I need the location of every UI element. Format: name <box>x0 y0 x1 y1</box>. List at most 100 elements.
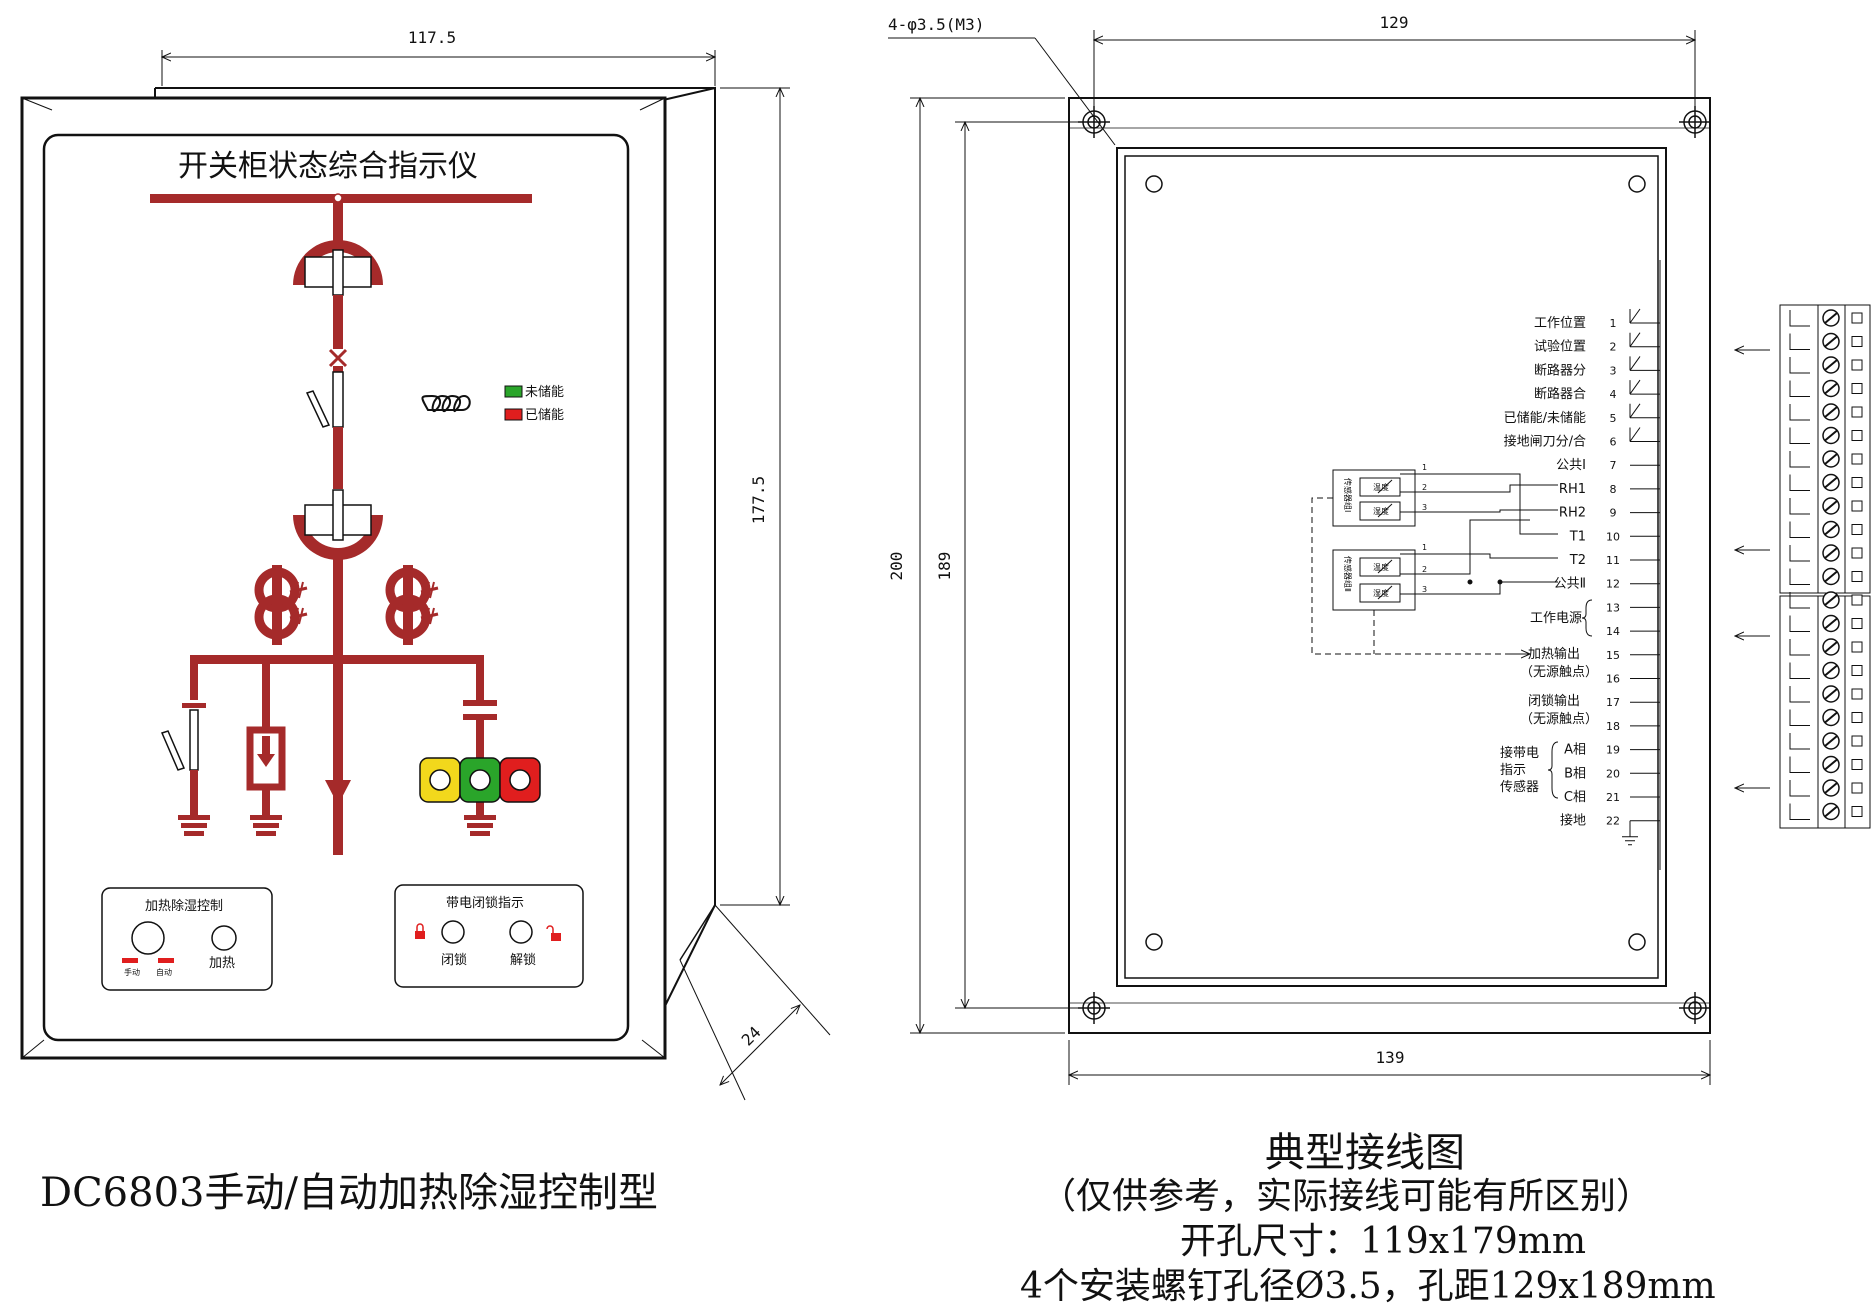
wire-entry <box>1851 759 1863 770</box>
terminal-label: 已储能/未储能 <box>1504 411 1586 426</box>
device-back-view <box>1068 97 1711 1034</box>
terminal-label: 接地闸刀分/合 <box>1504 434 1586 450</box>
terminal-label: 公共Ⅱ <box>1554 577 1586 592</box>
wire-entry <box>1851 547 1863 559</box>
ct-right <box>385 565 439 645</box>
relay-contact <box>1629 332 1641 347</box>
terminal-number: 21 <box>1606 791 1620 804</box>
heat-indicator <box>211 925 237 951</box>
terminal-number: 20 <box>1606 767 1620 780</box>
unlock-icon <box>546 925 561 941</box>
terminal-number: 8 <box>1610 483 1617 496</box>
screw-slot <box>1824 758 1838 771</box>
sensor-group-2-label: 传感器组Ⅱ <box>1343 556 1353 592</box>
clamp-profile <box>1789 756 1810 773</box>
clamp-profile <box>1789 545 1810 562</box>
pin-3a: 3 <box>1422 503 1427 512</box>
terminal-number: 9 <box>1610 507 1617 520</box>
clamp-profile <box>1789 639 1810 656</box>
wire-entry <box>1851 688 1863 700</box>
inner-holes <box>1145 175 1646 951</box>
holes-caption: 4个安装螺钉孔径Ø3.5，孔距129x189mm <box>1020 1266 1716 1307</box>
ct-left <box>254 565 308 645</box>
humid-label-2: 湿度 <box>1373 588 1389 598</box>
lock-box-title: 带电闭锁指示 <box>446 895 524 911</box>
clamp-profile <box>1789 733 1810 750</box>
pin-3b: 3 <box>1422 585 1427 594</box>
wire-entry <box>1851 594 1863 606</box>
clamp-profile <box>1789 568 1810 585</box>
legend-green-label: 未储能 <box>525 385 564 400</box>
wiring-caption-note: （仅供参考，实际接线可能有所区别） <box>1040 1176 1653 1217</box>
ground-symbol <box>1622 820 1638 846</box>
device-title: 开关柜状态综合指示仪 <box>178 149 478 184</box>
wire-entry <box>1851 500 1863 512</box>
wire-entry <box>1851 735 1863 747</box>
screw-slot <box>1824 500 1838 512</box>
terminal-number: 1 <box>1610 317 1617 330</box>
terminal-number: 17 <box>1606 696 1620 709</box>
wire-entry <box>1851 524 1863 535</box>
screw-slot <box>1824 453 1838 465</box>
dim-bottom-label: 139 <box>1376 1048 1405 1067</box>
wire-entry <box>1851 806 1863 817</box>
group-braces <box>1547 599 1593 799</box>
humid-label-1: 湿度 <box>1373 506 1389 516</box>
screw-slot <box>1824 429 1838 442</box>
screw-slot <box>1824 617 1838 630</box>
screw-slot <box>1824 570 1838 583</box>
terminal-number: 22 <box>1606 815 1620 828</box>
terminal-label: A相 <box>1564 743 1586 758</box>
screw-slot <box>1824 782 1838 794</box>
clamp-profile <box>1789 404 1810 421</box>
hole-spec-label: 4-φ3.5(M3) <box>888 15 984 34</box>
manual-label: 手动 <box>124 967 140 977</box>
indicator-lamps <box>419 757 541 803</box>
dim-left-outer-label: 200 <box>887 552 906 581</box>
relay-contact <box>1629 427 1641 442</box>
terminal-number: 6 <box>1610 436 1617 449</box>
terminal-label: 接地 <box>1560 813 1586 829</box>
left-dimensions <box>162 50 831 1101</box>
screw-slot <box>1824 805 1838 818</box>
clamp-profile <box>1789 451 1810 468</box>
auto-label: 自动 <box>156 967 172 977</box>
clamp-profile <box>1789 498 1810 515</box>
terminal-number: 7 <box>1610 459 1617 472</box>
power-label: 工作电源 <box>1530 611 1582 626</box>
relay-contact <box>1629 379 1641 395</box>
screw-slot <box>1824 735 1838 747</box>
legend-red-label: 已储能 <box>525 408 564 423</box>
unlock-indicator <box>509 920 533 944</box>
terminal-number: 12 <box>1606 578 1620 591</box>
dim-left-inner-label: 189 <box>935 552 954 581</box>
right-dimensions <box>910 30 1710 1085</box>
spring-charge-icon <box>421 394 471 413</box>
wire-entry <box>1851 359 1863 371</box>
heat-out-sub-label: （无源触点） <box>1520 665 1598 680</box>
clamp-profile <box>1789 662 1810 679</box>
heat-label: 加热 <box>209 956 235 971</box>
wiring-caption-title: 典型接线图 <box>1265 1130 1465 1176</box>
terminal-label: 公共Ⅰ <box>1556 458 1586 473</box>
wire-entry <box>1851 383 1863 394</box>
sensor-group-1-label: 传感器组Ⅰ <box>1343 478 1353 512</box>
screw-slot <box>1824 594 1838 606</box>
heat-box-title: 加热除湿控制 <box>145 899 223 914</box>
screw-slot <box>1824 406 1838 418</box>
sensor-line-2: 指示 <box>1500 763 1526 778</box>
terminal-number: 3 <box>1610 364 1617 377</box>
terminal-block-upper <box>1779 304 1871 594</box>
sensor-group-1 <box>1332 469 1430 527</box>
manual-auto-knob[interactable] <box>131 921 165 955</box>
screw-slot <box>1824 523 1838 536</box>
lock-out-label: 闭锁输出 <box>1528 693 1580 709</box>
terminal-number: 18 <box>1606 720 1620 733</box>
dim-width-label: 117.5 <box>408 28 456 47</box>
terminal-label: B相 <box>1564 766 1586 781</box>
screw-slot <box>1824 382 1838 395</box>
pin-2a: 2 <box>1422 483 1427 492</box>
lock-label: 闭锁 <box>441 952 467 968</box>
screw-slot <box>1824 688 1838 700</box>
